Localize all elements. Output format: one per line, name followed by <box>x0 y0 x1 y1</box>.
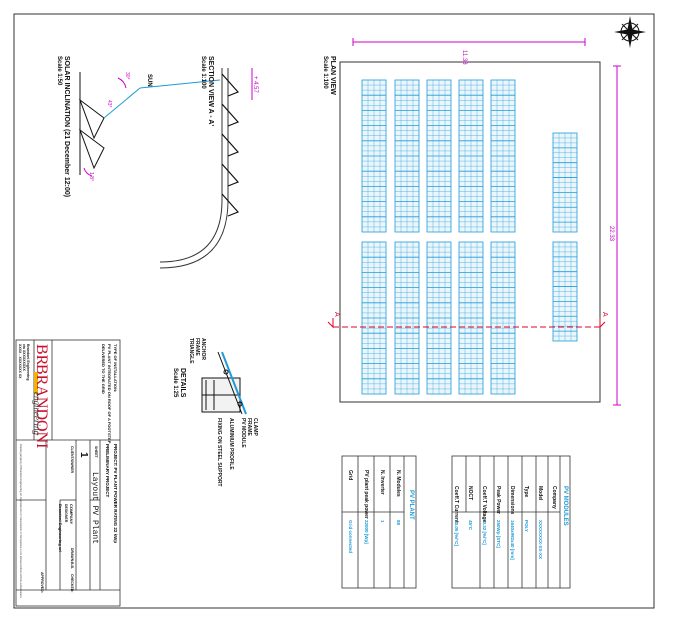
title-block-frame <box>15 339 121 607</box>
section-panel <box>221 193 240 217</box>
installation-note: PV PLANT INTEGRATED ON ROOF OF A FOOTSTE… <box>107 344 112 444</box>
solar-inclination-scale: Scale 1:50 <box>56 56 62 86</box>
section-view-scale: Scale 1:100 <box>200 56 206 89</box>
plan-height-dimension <box>613 65 621 406</box>
base-angle-label: 1.8° <box>88 172 94 181</box>
sheet-border <box>13 13 655 609</box>
plan-view-scale: Scale 1:100 <box>322 56 328 89</box>
plan-view-title: PLAN VIEW <box>329 56 336 95</box>
section-panel <box>221 163 240 187</box>
pv-module-table-frame <box>451 455 571 589</box>
pv-module-row-value: POLY <box>524 520 529 532</box>
company-signature: engineering <box>32 392 42 435</box>
plan-width-dimension <box>352 38 586 46</box>
detail-label: ALUMINIUM PROFILE <box>228 418 234 470</box>
pv-plant-row-label: N. Inverter <box>379 470 385 495</box>
designer-label: DESIGNER <box>64 504 68 523</box>
section-mark-left: A <box>333 312 340 317</box>
sun-label: SUN <box>146 74 152 87</box>
section-arrow-left <box>327 318 334 329</box>
pv-plant-row-label: Grid <box>347 470 353 481</box>
brand-stripe <box>34 372 38 394</box>
detail-label: FRAME <box>246 418 252 436</box>
section-dimension-label: + 4.57 <box>252 76 258 93</box>
plan-outline <box>339 61 601 403</box>
designer-name: Brandoni Engineering srl <box>58 504 63 552</box>
drawn-label: DRAWN: <box>70 548 74 563</box>
details-title: DETAILS <box>179 368 186 398</box>
section-view-title: SECTION VIEW A - A' <box>207 56 214 127</box>
pv-module-table-header: PV MODULES <box>562 486 568 526</box>
pv-module-row-label: Coeff.T Voltage <box>481 486 487 523</box>
section-panel <box>221 103 240 127</box>
pv-module-row-label: NOCT <box>467 486 473 501</box>
legal-footer: Drawing property of Brandoni Engineering… <box>19 444 22 599</box>
section-arrow-right <box>599 318 606 329</box>
client-label: CLIENT/OWNER <box>70 446 74 474</box>
drawn-value: B.B. <box>70 562 74 569</box>
section-panel <box>221 133 240 157</box>
pv-plant-row-value: 1 <box>380 520 385 523</box>
detail-label: ANCHOR <box>200 338 206 360</box>
section-panel <box>221 73 240 97</box>
company-address: Brandoni Engineering <box>26 344 30 381</box>
checked-label: CHECKED: <box>70 574 74 593</box>
pv-module-row-label: Coeff.T Current <box>453 486 459 523</box>
company-initials: BR <box>33 344 50 366</box>
plan-height-label: 22.33 <box>608 226 614 242</box>
pv-plant-row-value: 88 <box>396 520 401 526</box>
detail-label: FIXING ON STEEL SUPPORT <box>216 418 222 487</box>
project-phase: PRELIMINARY PROJECT <box>105 444 110 498</box>
drawing-title: Layout PV Plant <box>90 472 99 545</box>
pv-module-row-label: Dimensions <box>509 486 515 515</box>
company-address: via XXXXXXXXX <box>22 344 26 371</box>
mounting-detail-drawing <box>201 351 247 415</box>
pv-module-row-value: +0.05 [%/°C] <box>454 520 459 546</box>
detail-label: PV MODULE <box>240 418 246 448</box>
client-name: COMPANY <box>69 504 74 525</box>
installation-note: TYPE OF INSTALLATION: <box>113 344 118 393</box>
pv-module-row-label: Type <box>523 486 529 498</box>
solar-inclination-drawing <box>78 72 221 177</box>
pv-module-row-value: 250Wp [STC] <box>496 520 501 548</box>
detail-label: TRIANGLE <box>188 338 194 364</box>
pv-plant-row-label: PV plant peak power <box>363 470 369 519</box>
section-mark-right: A <box>601 312 608 317</box>
solar-inclination-title: SOLAR INCLINATION (21 December 12:00) <box>63 56 70 198</box>
section-view-drawing <box>159 68 240 269</box>
sheet-label: SHEET <box>94 446 98 458</box>
pv-module-row-value: 45°C <box>468 520 473 531</box>
project-title: PROJECT: PV PLANT POWER RATING 22 kWp <box>113 444 118 544</box>
installation-note: DELIVERED TO THE GRID <box>101 344 106 394</box>
pv-module-row-label: Model <box>537 486 543 501</box>
pv-module-array <box>361 79 578 395</box>
approved-label: APPROVED: <box>40 572 44 593</box>
detail-label: FRAME <box>194 338 200 356</box>
pv-plant-row-value: Grid connected <box>348 520 353 554</box>
pv-module-row-label: Peak Power <box>495 486 501 515</box>
pv-plant-table-header: PV PLANT <box>408 490 414 520</box>
detail-label: CLAMP <box>252 418 258 436</box>
pv-module-row-value: -0.32 [%/°C] <box>482 520 487 545</box>
sheet-number: 1 <box>78 452 89 458</box>
sun-angle-label: 30° <box>124 72 130 80</box>
details-scale: Scale 1:25 <box>172 368 178 398</box>
pv-module-row-value: XXXXXXXX-XX-XX <box>538 520 543 560</box>
pv-plant-table-frame <box>341 455 417 589</box>
plan-width-label: 11.33 <box>461 50 467 65</box>
pv-plant-row-label: N. Modules <box>395 470 401 497</box>
north-arrow-icon <box>614 16 646 48</box>
pv-module-row-label: Company <box>551 486 557 509</box>
pv-plant-row-value: 22000 [Wp] <box>364 520 369 544</box>
tilt-angle-label: 43° <box>106 100 112 108</box>
company-address: XXXX - XXXXXXX XX <box>18 344 22 379</box>
pv-module-row-value: 1640x992x40 [mm] <box>510 520 515 560</box>
